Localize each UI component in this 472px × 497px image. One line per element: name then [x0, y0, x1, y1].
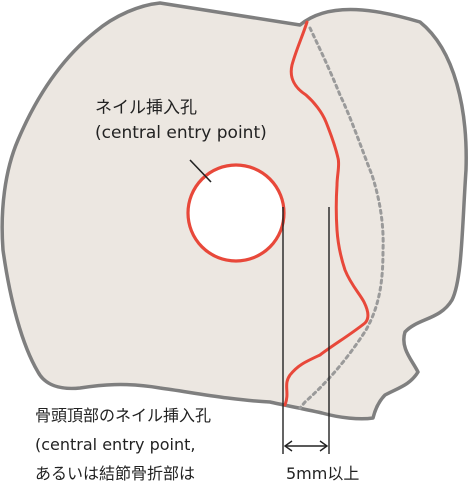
nail-entry-hole [186, 163, 286, 263]
dotted-reference-line [298, 26, 385, 410]
dimension-arrowhead-right [319, 440, 329, 452]
fracture-line [283, 20, 370, 407]
note-line-2: (central entry point, [35, 435, 196, 454]
dimension-arrowhead-left [283, 440, 293, 452]
dimension-label: 5mm以上 [286, 464, 360, 483]
entry-point-label-japanese: ネイル挿入孔 [95, 98, 197, 118]
entry-point-label-english: (central entry point) [95, 123, 267, 143]
note-line-1: 骨頭頂部のネイル挿入孔 [35, 406, 212, 425]
note-line-3: あるいは結節骨折部は [35, 464, 196, 483]
label-leader-line [189, 159, 212, 183]
